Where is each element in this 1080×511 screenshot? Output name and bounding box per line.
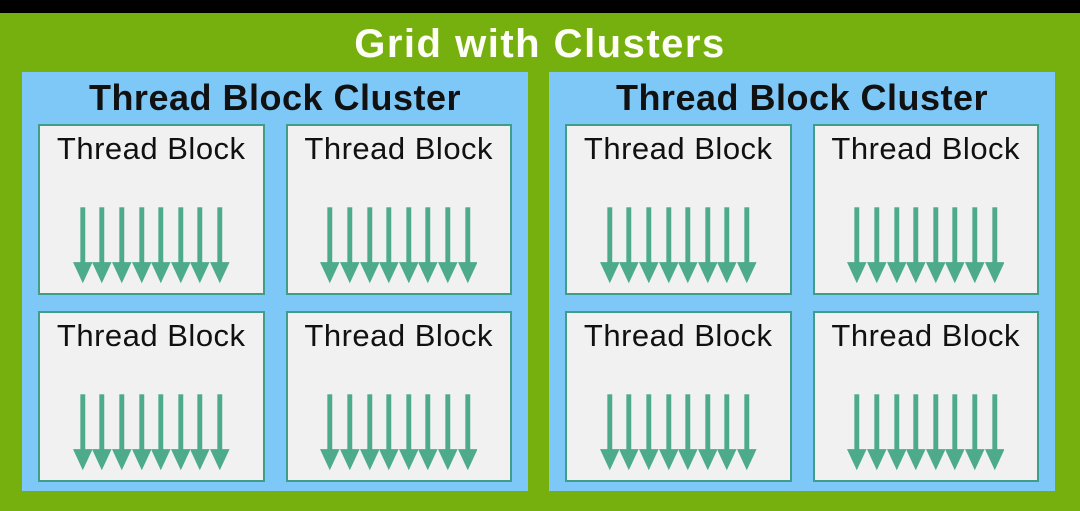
down-arrow-icon: [359, 394, 380, 471]
down-arrow-icon: [170, 207, 191, 284]
down-arrow-icon: [398, 207, 419, 284]
cluster-2-blocks-grid: Thread Block Thread Block Thread Block T…: [565, 124, 1039, 482]
down-arrow-icon: [379, 207, 399, 284]
down-arrow-icon: [658, 394, 679, 471]
cluster-1-title: Thread Block Cluster: [88, 77, 462, 118]
down-arrow-icon: [210, 394, 230, 471]
down-arrow-icon: [457, 207, 478, 284]
down-arrow-icon: [190, 207, 211, 284]
down-arrow-icon: [437, 394, 458, 471]
down-arrow-icon: [320, 207, 340, 284]
down-arrow-icon: [92, 394, 113, 471]
thread-arrows: [320, 207, 478, 284]
down-arrow-icon: [639, 207, 659, 284]
down-arrow-icon: [112, 207, 132, 284]
down-arrow-icon: [639, 394, 659, 471]
down-arrow-icon: [619, 394, 640, 471]
down-arrow-icon: [619, 207, 640, 284]
down-arrow-icon: [717, 394, 738, 471]
down-arrow-icon: [964, 207, 985, 284]
thread-block-label: Thread Block: [56, 318, 246, 353]
down-arrow-icon: [906, 207, 926, 284]
down-arrow-icon: [984, 207, 1005, 284]
cluster-2-title: Thread Block Cluster: [615, 77, 989, 118]
down-arrow-icon: [418, 207, 438, 284]
down-arrow-icon: [945, 207, 965, 284]
thread-block: Thread Block: [565, 311, 792, 482]
down-arrow-icon: [457, 394, 478, 471]
down-arrow-icon: [437, 207, 458, 284]
down-arrow-icon: [847, 394, 867, 471]
down-arrow-icon: [658, 207, 679, 284]
down-arrow-icon: [320, 394, 340, 471]
thread-arrows: [320, 394, 478, 471]
thread-block: Thread Block: [812, 311, 1039, 482]
thread-arrows: [72, 207, 230, 284]
down-arrow-icon: [697, 207, 718, 284]
down-arrow-icon: [72, 394, 93, 471]
down-arrow-icon: [131, 394, 152, 471]
clusters-row: Thread Block Cluster Thread Block Thread…: [0, 72, 1080, 491]
down-arrow-icon: [359, 207, 380, 284]
down-arrow-icon: [599, 207, 620, 284]
down-arrow-icon: [599, 394, 620, 471]
thread-block-label: Thread Block: [583, 318, 773, 353]
down-arrow-icon: [866, 207, 887, 284]
down-arrow-icon: [984, 394, 1005, 471]
down-arrow-icon: [92, 207, 113, 284]
thread-block: Thread Block: [38, 311, 265, 482]
down-arrow-icon: [112, 394, 132, 471]
cluster-1-blocks-grid: Thread Block Thread Block Thread Block T…: [38, 124, 512, 482]
thread-block-label: Thread Block: [304, 318, 494, 353]
down-arrow-icon: [678, 207, 698, 284]
thread-arrows: [599, 394, 757, 471]
down-arrow-icon: [170, 394, 191, 471]
down-arrow-icon: [190, 394, 211, 471]
down-arrow-icon: [925, 207, 946, 284]
down-arrow-icon: [886, 394, 907, 471]
thread-block-label: Thread Block: [56, 131, 246, 166]
thread-block: Thread Block: [565, 124, 792, 295]
down-arrow-icon: [964, 394, 985, 471]
down-arrow-icon: [737, 394, 757, 471]
down-arrow-icon: [717, 207, 738, 284]
thread-arrows: [599, 207, 757, 284]
thread-block-label: Thread Block: [831, 318, 1021, 353]
down-arrow-icon: [131, 207, 152, 284]
down-arrow-icon: [339, 207, 360, 284]
down-arrow-icon: [210, 207, 230, 284]
down-arrow-icon: [866, 394, 887, 471]
thread-block: Thread Block: [812, 124, 1039, 295]
down-arrow-icon: [379, 394, 399, 471]
down-arrow-icon: [886, 207, 907, 284]
down-arrow-icon: [847, 207, 867, 284]
down-arrow-icon: [737, 207, 757, 284]
diagram-title: Grid with Clusters: [354, 21, 726, 66]
thread-block-label: Thread Block: [583, 131, 773, 166]
thread-block: Thread Block: [38, 124, 265, 295]
down-arrow-icon: [925, 394, 946, 471]
thread-arrows: [847, 394, 1005, 471]
down-arrow-icon: [697, 394, 718, 471]
down-arrow-icon: [398, 394, 419, 471]
down-arrow-icon: [945, 394, 965, 471]
thread-block-label: Thread Block: [304, 131, 494, 166]
thread-block-cluster-2: Thread Block Cluster Thread Block Thread…: [549, 72, 1055, 491]
down-arrow-icon: [72, 207, 93, 284]
thread-block-label: Thread Block: [831, 131, 1021, 166]
grid-background: Grid with Clusters Thread Block Cluster …: [0, 13, 1080, 511]
thread-block: Thread Block: [285, 124, 512, 295]
down-arrow-icon: [151, 207, 171, 284]
down-arrow-icon: [339, 394, 360, 471]
down-arrow-icon: [906, 394, 926, 471]
down-arrow-icon: [678, 394, 698, 471]
thread-arrows: [72, 394, 230, 471]
thread-arrows: [847, 207, 1005, 284]
thread-block: Thread Block: [285, 311, 512, 482]
down-arrow-icon: [151, 394, 171, 471]
thread-block-cluster-1: Thread Block Cluster Thread Block Thread…: [22, 72, 528, 491]
down-arrow-icon: [418, 394, 438, 471]
